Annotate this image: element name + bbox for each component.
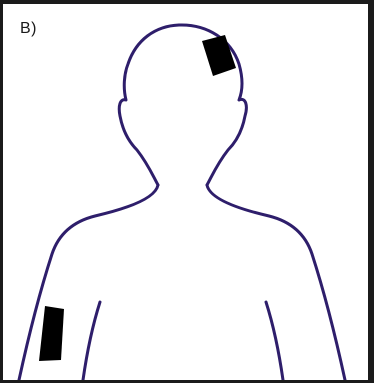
head-marker (202, 35, 236, 76)
right-inner-arm-line (266, 302, 283, 380)
body-outline-diagram (3, 4, 368, 380)
left-inner-arm-line (83, 302, 100, 380)
arm-marker (39, 306, 64, 361)
torso-outline-right (207, 185, 345, 380)
figure-panel: B) (3, 4, 368, 380)
